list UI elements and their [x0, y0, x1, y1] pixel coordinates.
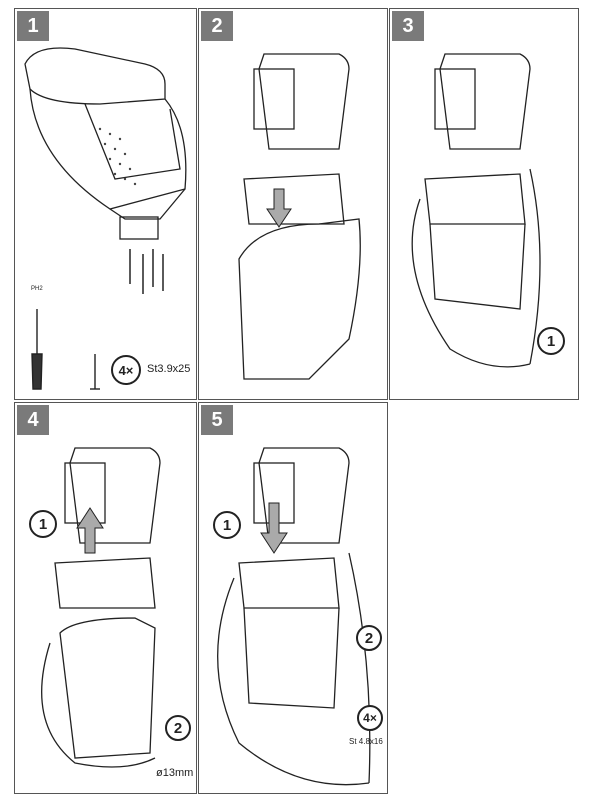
step-4-panel: 4 1 2 ø13mm	[14, 402, 197, 794]
step-4-badge: 4	[17, 405, 49, 435]
step-5-badge: 5	[201, 405, 233, 435]
step-5-callout-2: 2	[356, 625, 382, 651]
step-4-callout-2: 2	[165, 715, 191, 741]
screw-quantity-circle: 4×	[111, 355, 141, 385]
step-5-screw-spec-label: St 4.8x16	[349, 737, 383, 746]
step-1-panel: 1 PH2 4× St3.9x25	[14, 8, 197, 400]
step-5-screw-quantity-circle: 4×	[357, 705, 383, 731]
armrest-insert-illustration	[238, 53, 361, 380]
step-3-badge: 3	[392, 11, 424, 41]
bit-label: PH2	[31, 286, 43, 292]
step-5-callout-1: 1	[213, 511, 241, 539]
armrest-mounted-illustration	[411, 53, 541, 368]
step-2-panel: 2	[198, 8, 388, 400]
step-4-callout-1: 1	[29, 510, 57, 538]
step-1-badge: 1	[17, 11, 49, 41]
armrest-assembly-illustration	[24, 47, 187, 390]
step-3-panel: 3 1	[389, 8, 579, 400]
screw-spec-label: St3.9x25	[147, 363, 191, 375]
drill-size-label: ø13mm	[156, 767, 194, 779]
step-2-badge: 2	[201, 11, 233, 41]
armrest-lift-illustration	[41, 447, 161, 768]
step-3-callout: 1	[537, 327, 565, 355]
step-5-panel: 5 1 2 4× St 4.8x16	[198, 402, 388, 794]
armrest-final-fix-illustration	[217, 447, 371, 786]
